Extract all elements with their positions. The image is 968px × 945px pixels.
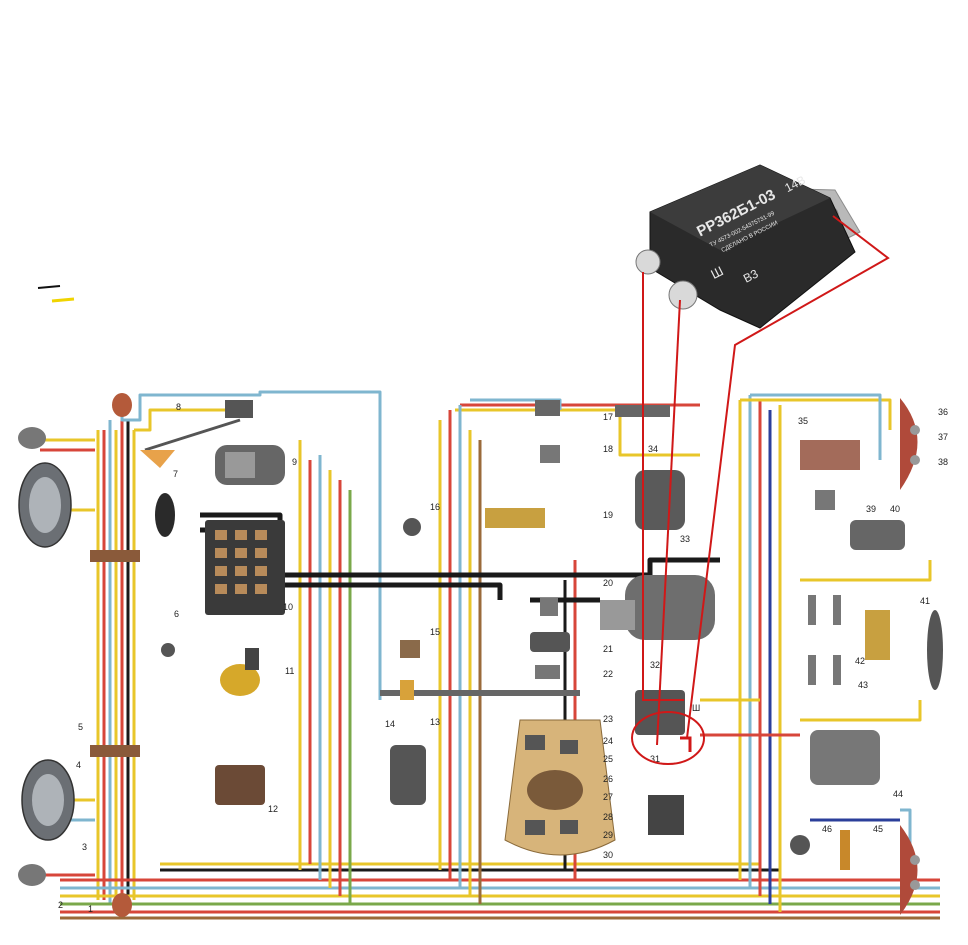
component-heater (810, 730, 880, 785)
callout-22: 22 (603, 669, 613, 679)
regulator-mark-sh: Ш (692, 703, 700, 713)
callout-23: 23 (603, 714, 613, 724)
callout-13: 13 (430, 717, 440, 727)
component-sensor-6 (161, 643, 175, 657)
component-relay-30 (648, 795, 684, 835)
callout-2: 2 (58, 900, 63, 910)
component-taillight-upper (900, 398, 920, 490)
component-fuse-box (205, 520, 285, 615)
callout-27: 27 (603, 792, 613, 802)
callout-1: 1 (88, 904, 93, 914)
component-switch-19 (485, 508, 545, 528)
component-fan (927, 610, 943, 690)
callout-35: 35 (798, 416, 808, 426)
component-starter (600, 575, 715, 640)
callout-12: 12 (268, 804, 278, 814)
callout-30: 30 (603, 850, 613, 860)
callout-17: 17 (603, 412, 613, 422)
component-sensor-39 (815, 490, 835, 510)
callout-20: 20 (603, 578, 613, 588)
regulator-photo: РР362Б1-03 14В ТУ 4573-002-54375731-99 С… (635, 164, 861, 329)
callout-39: 39 (866, 504, 876, 514)
callout-37: 37 (938, 432, 948, 442)
component-junction-lower (90, 745, 140, 757)
callout-43: 43 (858, 680, 868, 690)
callout-41: 41 (920, 596, 930, 606)
callout-24: 24 (603, 736, 613, 746)
callout-21: 21 (603, 644, 613, 654)
wire-harness (40, 390, 940, 920)
component-relay-15 (400, 640, 420, 658)
component-generator (635, 470, 685, 530)
component-instrument-cluster (504, 719, 616, 856)
component-relay-block (215, 765, 265, 805)
callout-15: 15 (430, 627, 440, 637)
component-junction-upper (90, 550, 140, 562)
component-brake-switch (380, 680, 580, 700)
callout-19: 19 (603, 510, 613, 520)
callout-16: 16 (430, 502, 440, 512)
callout-28: 28 (603, 812, 613, 822)
callout-42: 42 (855, 656, 865, 666)
callout-3: 3 (82, 842, 87, 852)
component-distributor (220, 648, 260, 696)
callout-4: 4 (76, 760, 81, 770)
callout-11: 11 (285, 666, 294, 676)
callout-5: 5 (78, 722, 83, 732)
component-horn (155, 493, 175, 537)
component-coil-40 (850, 520, 905, 550)
component-wiper-motor (215, 445, 285, 485)
callout-18: 18 (603, 444, 613, 454)
component-sensor-46 (790, 835, 810, 855)
callout-8: 8 (176, 402, 181, 412)
stray-marks (37, 285, 75, 303)
red-annotation (631, 215, 890, 765)
component-switch-22 (535, 665, 560, 679)
callout-26: 26 (603, 774, 613, 784)
callout-10: 10 (283, 602, 293, 612)
callout-labels: 1 2 3 4 5 6 7 8 9 10 11 12 13 14 15 16 1… (58, 402, 948, 914)
callout-31: 31 (650, 754, 660, 764)
callout-29: 29 (603, 830, 613, 840)
component-switch-21 (530, 632, 570, 652)
callout-38: 38 (938, 457, 948, 467)
component-lamp-16 (403, 518, 421, 536)
component-washer (140, 400, 253, 468)
callout-7: 7 (173, 469, 178, 479)
callout-32: 32 (650, 660, 660, 670)
callout-9: 9 (292, 457, 297, 467)
component-switch-20 (540, 598, 558, 616)
component-sensor-45 (840, 830, 850, 870)
callout-46: 46 (822, 824, 832, 834)
component-repeater-top (112, 393, 132, 417)
component-headlight-left-upper (18, 427, 72, 548)
callout-45: 45 (873, 824, 883, 834)
component-repeater-bottom (112, 893, 132, 917)
component-spark-plugs (808, 595, 890, 685)
callout-6: 6 (174, 609, 179, 619)
callout-34: 34 (648, 444, 658, 454)
callout-25: 25 (603, 754, 613, 764)
component-switch-18 (540, 445, 560, 463)
callout-33: 33 (680, 534, 690, 544)
callout-40: 40 (890, 504, 900, 514)
callout-14: 14 (385, 719, 395, 729)
component-connector-35 (800, 440, 860, 470)
component-switch-17 (535, 400, 560, 416)
callout-36: 36 (938, 407, 948, 417)
component-ignition-coil (390, 745, 426, 805)
callout-44: 44 (893, 789, 903, 799)
component-taillight-lower (900, 825, 920, 915)
regulator-terminal-b3: В3 (741, 266, 761, 285)
component-headlight-left-lower (18, 759, 75, 886)
